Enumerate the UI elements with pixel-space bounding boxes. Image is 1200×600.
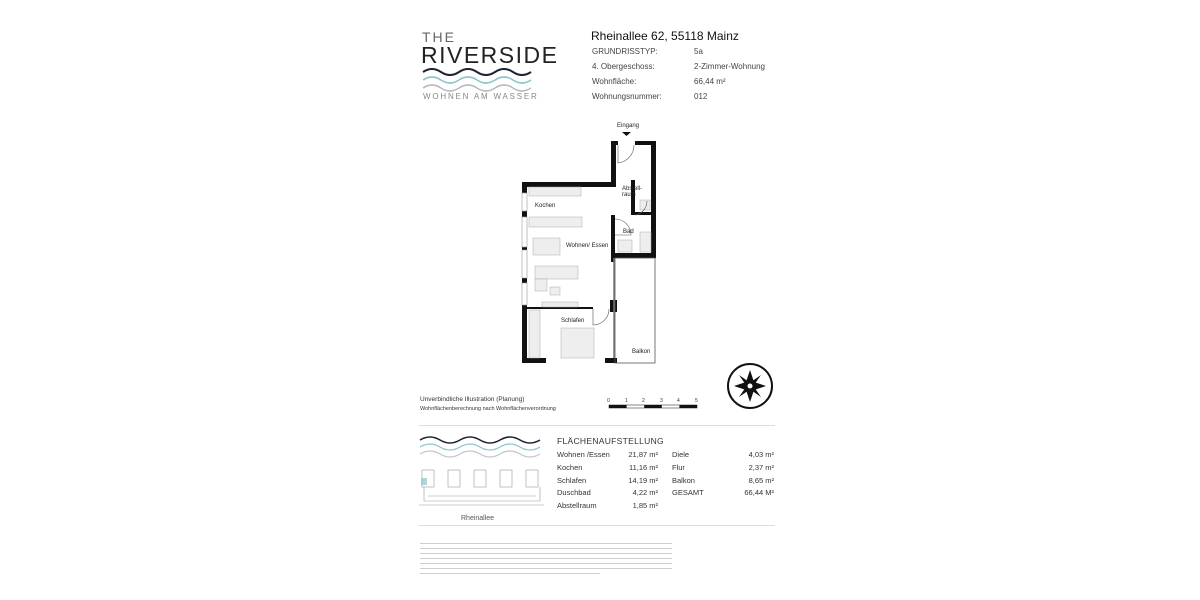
area-room: Schlafen — [557, 476, 587, 485]
detail-value: 012 — [694, 92, 708, 101]
detail-value: 5a — [694, 47, 703, 56]
scale-label: 0 — [607, 398, 610, 404]
detail-value: 2-Zimmer-Wohnung — [694, 62, 765, 71]
label-balcony: Balkon — [632, 349, 651, 355]
area-value-total: 66,44 M² — [744, 488, 774, 497]
label-living: Wohnen/ Essen — [566, 243, 609, 249]
logo-the: THE — [422, 29, 456, 45]
scale-label: 2 — [642, 398, 645, 404]
area-value: 14,19 m² — [628, 476, 658, 485]
detail-value: 66,44 m² — [694, 77, 726, 86]
scale-bar — [608, 404, 698, 409]
detail-label: Wohnungsnummer: — [592, 92, 662, 101]
logo-tagline: WOHNEN AM WASSER — [423, 92, 539, 101]
detail-label: Wohnfläche: — [592, 77, 637, 86]
windows — [521, 192, 528, 306]
area-room: Balkon — [672, 476, 695, 485]
area-value: 4,03 m² — [748, 450, 774, 459]
compass-rose-icon — [727, 363, 773, 409]
address: Rheinallee 62, 55118 Mainz — [591, 29, 739, 43]
site-plan — [419, 436, 544, 506]
divider — [419, 525, 775, 526]
area-room: Duschbad — [557, 488, 591, 497]
divider — [419, 425, 775, 426]
label-storage: Abstell- — [622, 186, 643, 192]
furniture — [528, 186, 652, 359]
label-kitchen: Kochen — [535, 203, 556, 209]
balcony-outline — [614, 257, 656, 364]
entrance-arrow-icon — [622, 132, 631, 136]
street-label: Rheinallee — [461, 515, 495, 522]
detail-label: GRUNDRISSTYP: — [592, 47, 658, 56]
logo-waves — [422, 68, 532, 92]
detail-label: 4. Obergeschoss: — [592, 62, 655, 71]
scale-label: 3 — [660, 398, 663, 404]
area-value: 11,16 m² — [628, 463, 658, 472]
disclaimer-illustration: Unverbindliche Illustration (Planung) — [420, 396, 525, 403]
area-room: Flur — [672, 463, 685, 472]
label-storage-2: raum — [622, 192, 636, 198]
area-room: Abstellraum — [557, 501, 597, 510]
label-entrance: Eingang — [617, 123, 640, 129]
area-value: 8,65 m² — [748, 476, 774, 485]
area-value: 4,22 m² — [632, 488, 658, 497]
label-bedroom: Schlafen — [561, 318, 585, 324]
scale-label: 5 — [695, 398, 698, 404]
area-value: 2,37 m² — [748, 463, 774, 472]
scale-label: 4 — [677, 398, 680, 404]
logo-riverside: RIVERSIDE — [421, 42, 559, 68]
door-swings — [592, 144, 648, 326]
areas-title: FLÄCHENAUFSTELLUNG — [557, 436, 664, 446]
area-value: 21,87 m² — [628, 450, 658, 459]
area-room: Diele — [672, 450, 690, 459]
label-bath: Bad — [623, 229, 634, 235]
area-value: 1,85 m² — [632, 501, 658, 510]
fine-print — [420, 539, 672, 578]
scale-label: 1 — [625, 398, 628, 404]
disclaimer-calculation: Wohnflächenberechnung nach Wohnflächenve… — [420, 406, 556, 412]
area-room: Wohnen /Essen — [557, 450, 610, 459]
area-room: Kochen — [557, 463, 583, 472]
area-room-total: GESAMT — [672, 488, 704, 497]
